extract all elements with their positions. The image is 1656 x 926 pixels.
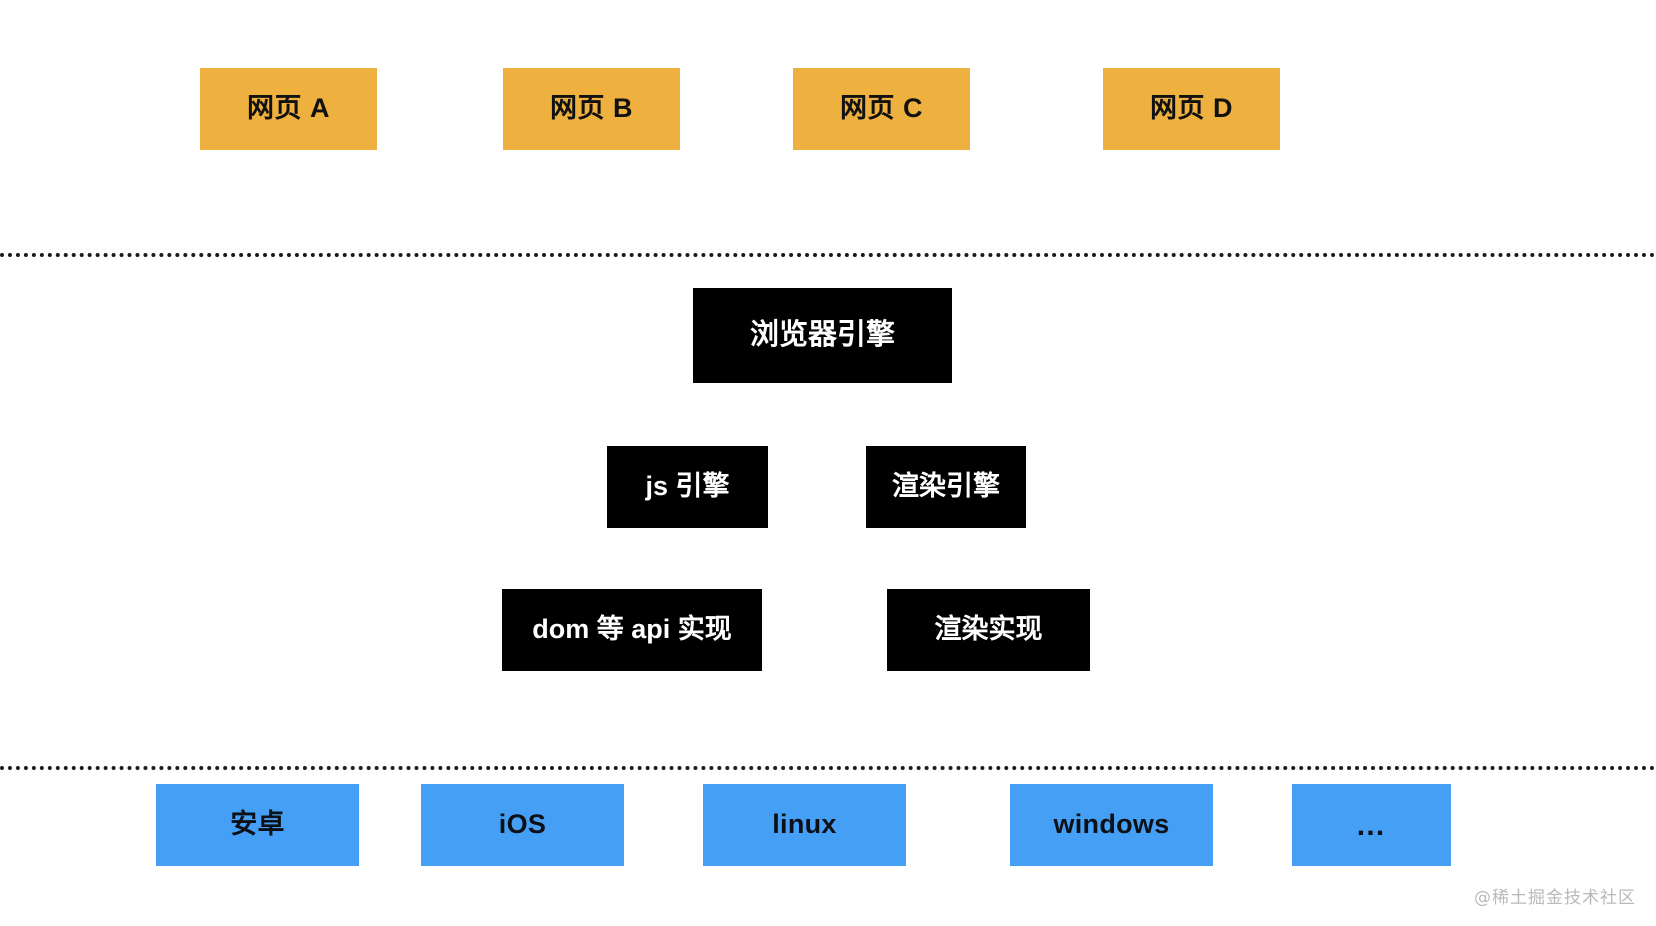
node-os-windows[interactable]: windows [1010, 784, 1213, 866]
node-label: … [1355, 808, 1388, 842]
node-render-engine[interactable]: 渲染引擎 [866, 446, 1026, 528]
node-os-linux[interactable]: linux [703, 784, 906, 866]
node-os-ios[interactable]: iOS [421, 784, 624, 866]
node-label: windows [1053, 809, 1170, 840]
node-label: dom 等 api 实现 [532, 614, 732, 645]
node-label: js 引擎 [645, 471, 730, 502]
node-label: 安卓 [230, 809, 285, 840]
node-browser-engine[interactable]: 浏览器引擎 [693, 288, 952, 383]
node-label: 渲染实现 [934, 614, 1043, 645]
divider-top [0, 253, 1656, 257]
node-os-more[interactable]: … [1292, 784, 1451, 866]
node-label: 网页 D [1150, 93, 1233, 124]
watermark: @稀土掘金技术社区 [1474, 888, 1636, 908]
node-render-implementation[interactable]: 渲染实现 [887, 589, 1090, 671]
node-dom-api-implementation[interactable]: dom 等 api 实现 [502, 589, 762, 671]
node-js-engine[interactable]: js 引擎 [607, 446, 768, 528]
node-label: linux [772, 809, 837, 840]
node-web-page-b[interactable]: 网页 B [503, 68, 680, 150]
divider-bottom [0, 766, 1656, 770]
node-label: 网页 C [840, 93, 923, 124]
node-label: 渲染引擎 [892, 471, 1000, 502]
node-label: 网页 A [247, 93, 330, 124]
node-os-android[interactable]: 安卓 [156, 784, 359, 866]
node-label: 网页 B [550, 93, 633, 124]
node-web-page-d[interactable]: 网页 D [1103, 68, 1280, 150]
node-label: 浏览器引擎 [749, 318, 895, 351]
node-web-page-a[interactable]: 网页 A [200, 68, 377, 150]
node-label: iOS [498, 809, 547, 840]
node-web-page-c[interactable]: 网页 C [793, 68, 970, 150]
